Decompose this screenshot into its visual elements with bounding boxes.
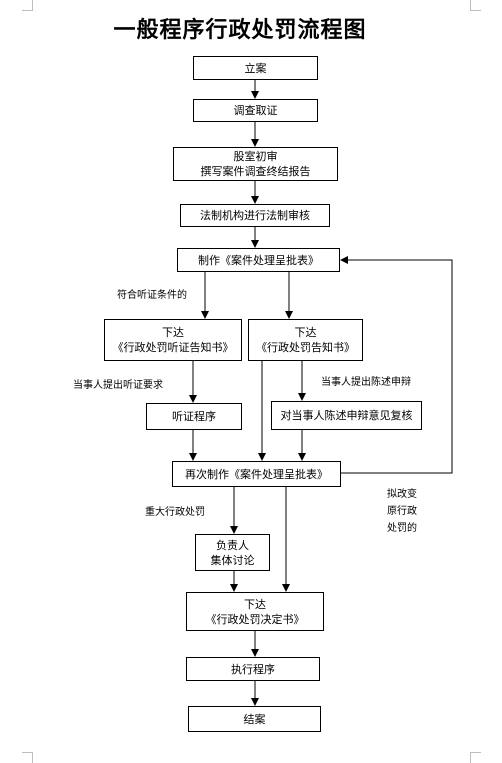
node-zhizuo1: 制作《案件处理呈批表》 [177, 248, 340, 272]
label-zhongda: 重大行政处罚 [145, 507, 205, 518]
node-fuhe: 对当事人陈述申辩意见复核 [271, 401, 422, 430]
node-zhizuo2-text: 再次制作《案件处理呈批表》 [185, 467, 328, 481]
crop-mark-top-left [22, 0, 33, 11]
node-zhizuo2: 再次制作《案件处理呈批表》 [172, 461, 341, 487]
node-xiada-jueding: 下达 《行政处罚决定书》 [186, 592, 324, 631]
node-diaocha-text: 调查取证 [233, 104, 278, 117]
node-diaocha: 调查取证 [193, 99, 318, 122]
label-nigai-line1: 拟改变 [387, 489, 417, 500]
node-lian: 立案 [193, 56, 318, 80]
crop-mark-bottom-right [470, 752, 481, 763]
node-fazhi-text: 法制机构进行法制审核 [200, 209, 310, 222]
node-xiada-tingzheng-line2: 《行政处罚听证告知书》 [112, 341, 234, 354]
node-xiada-jueding-line2: 《行政处罚决定书》 [205, 612, 305, 626]
node-zhixing: 执行程序 [186, 657, 320, 681]
arrow-feedback-loop [340, 256, 453, 474]
node-xiada-tingzheng: 下达 《行政处罚听证告知书》 [104, 319, 242, 361]
node-fazhi: 法制机构进行法制审核 [180, 204, 330, 227]
node-fuhe-text: 对当事人陈述申辩意见复核 [280, 409, 413, 422]
node-jiean-text: 结案 [243, 712, 266, 726]
node-fuzeren: 负责人 集体讨论 [195, 534, 270, 571]
node-gushi-line2: 撰写案件调查终结报告 [200, 165, 311, 178]
crop-mark-bottom-left [22, 752, 33, 763]
label-nigai: 拟改变 原行政 处罚的 [387, 486, 417, 537]
node-fuzeren-line1: 负责人 [216, 538, 249, 552]
node-zhixing-text: 执行程序 [231, 662, 275, 676]
label-chenshu-request: 当事人提出陈述申辩 [321, 377, 411, 388]
crop-mark-top-right [470, 0, 481, 11]
label-tingzheng-request: 当事人提出听证要求 [73, 380, 163, 391]
label-nigai-line3: 处罚的 [387, 523, 417, 534]
node-xiada-gaozhi: 下达 《行政处罚告知书》 [248, 319, 363, 361]
node-xiada-jueding-line1: 下达 [244, 597, 266, 611]
node-xiada-tingzheng-line1: 下达 [162, 326, 184, 339]
node-tingzheng-text: 听证程序 [172, 410, 216, 423]
node-lian-text: 立案 [244, 61, 267, 75]
label-fuhe-tingzheng: 符合听证条件的 [117, 290, 187, 301]
page-title: 一般程序行政处罚流程图 [113, 17, 367, 43]
node-xiada-gaozhi-line1: 下达 [294, 326, 317, 339]
node-tingzheng: 听证程序 [146, 403, 242, 430]
node-fuzeren-line2: 集体讨论 [210, 553, 255, 567]
node-gushi-line1: 股室初审 [233, 150, 278, 163]
node-xiada-gaozhi-line2: 《行政处罚告知书》 [256, 341, 355, 354]
node-zhizuo1-text: 制作《案件处理呈批表》 [198, 253, 319, 267]
node-jiean: 结案 [188, 706, 321, 732]
label-nigai-line2: 原行政 [387, 506, 417, 517]
node-gushi: 股室初审 撰写案件调查终结报告 [173, 147, 338, 181]
